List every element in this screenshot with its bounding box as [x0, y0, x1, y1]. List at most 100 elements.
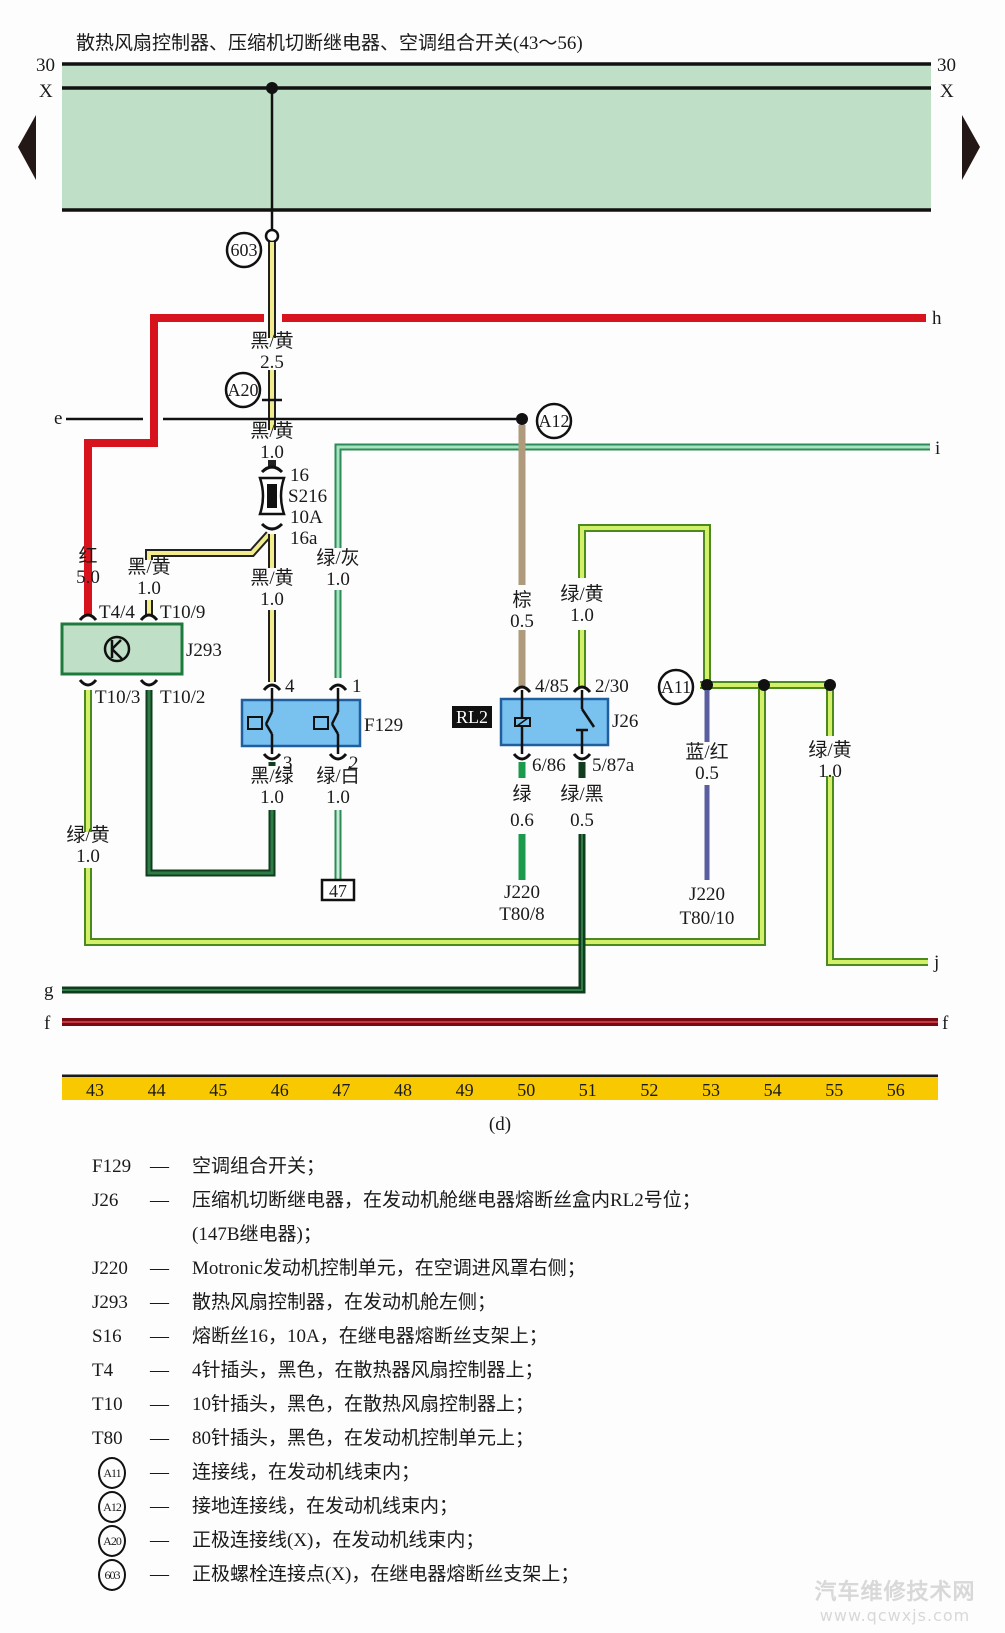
legend-code: T80: [92, 1428, 123, 1449]
a11-junction-3: [824, 679, 836, 691]
page-prev-arrow[interactable]: [18, 115, 36, 180]
legend-dash: —: [150, 1360, 169, 1381]
wire-green-yellow-230: [578, 524, 711, 688]
wire-brown-color: 棕: [512, 589, 531, 611]
legend-row: S16 — 熔断丝16，10A，在继电器熔断丝支架上；: [92, 1320, 972, 1354]
svg-text:RL2: RL2: [456, 707, 488, 727]
transistor-icon: [103, 635, 131, 663]
j26-label: J26: [612, 711, 638, 732]
watermark-title: 汽车维修技术网: [814, 1580, 976, 1605]
a11-junction-1: [701, 679, 713, 691]
legend-dash: —: [150, 1394, 169, 1415]
legend-code: S16: [92, 1326, 122, 1347]
edge-label-i: i: [935, 438, 940, 459]
connector-a20: A20: [224, 371, 262, 409]
wire-red-h: [84, 314, 926, 615]
legend-description: 正极螺栓连接点(X)，在继电器熔断丝支架上；: [192, 1564, 580, 1585]
power-bus-area: [62, 64, 931, 210]
wire-a20-color: 黑/黄: [250, 420, 293, 442]
j293-pin-t103: T10/3: [95, 687, 140, 708]
connector-a12: A12: [535, 402, 573, 440]
legend-description: 4针插头，黑色，在散热器风扇控制器上；: [192, 1360, 544, 1381]
site-watermark: 汽车维修技术网 www.qcwxjs.com: [785, 1574, 1005, 1625]
bus-label-30-left: 30: [36, 55, 55, 76]
j220-b-name: J220: [689, 884, 725, 905]
legend-code: J220: [92, 1258, 128, 1279]
f129-pin2: 2: [349, 753, 359, 774]
wire-f3-color: 黑/绿: [250, 765, 293, 787]
wire-red-color: 红: [78, 545, 97, 567]
legend-description: 80针插头，黑色，在发动机控制单元上；: [192, 1428, 535, 1449]
legend-row: T80 — 80针插头，黑色，在发动机控制单元上；: [92, 1422, 972, 1456]
connector-a11: A11: [657, 668, 695, 706]
wire-230-color: 绿/黄: [560, 583, 603, 605]
j220-b-pin: T80/10: [680, 908, 735, 929]
wire-black-green-f3: [145, 690, 276, 877]
svg-text:47: 47: [329, 881, 347, 901]
legend-dash: —: [150, 1564, 169, 1585]
bus-label-x-right: X: [940, 81, 954, 102]
scale-number: 47: [332, 1080, 350, 1100]
svg-text:A20: A20: [228, 380, 259, 400]
j26-pin-485: 4/85: [535, 676, 569, 697]
legend-description-continued: (147B继电器)；: [192, 1224, 322, 1245]
scale-number: 44: [148, 1080, 166, 1100]
wire-587-size: 0.5: [570, 810, 594, 831]
scale-number: 51: [579, 1080, 597, 1100]
legend-dash: —: [150, 1428, 169, 1449]
scale-number: 49: [456, 1080, 474, 1100]
j293-pin-t44: T4/4: [99, 602, 135, 623]
reference-box-47[interactable]: 47: [320, 878, 356, 902]
legend-row: J220—Motronic发动机控制单元，在空调进风罩右侧；: [92, 1252, 972, 1286]
legend-row: A12—接地连接线，在发动机线束内；: [92, 1490, 972, 1524]
fuse-pin-bottom: 16a: [290, 528, 318, 549]
rl2-position-badge: RL2: [452, 706, 492, 728]
legend-dash: —: [150, 1292, 169, 1313]
legend-row: 603—正极螺栓连接点(X)，在继电器熔断丝支架上；: [92, 1558, 972, 1592]
j293-pin-t109: T10/9: [160, 602, 205, 623]
legend-code: F129: [92, 1156, 132, 1177]
j293-label: J293: [186, 640, 222, 661]
wire-a20-size: 1.0: [260, 442, 284, 463]
wire-red-size: 5.0: [76, 567, 100, 588]
legend-dash: —: [150, 1156, 169, 1177]
j293-pin-t102: T10/2: [160, 687, 205, 708]
scale-number: 48: [394, 1080, 412, 1100]
f129-pin4: 4: [285, 676, 295, 697]
legend-code: T4: [92, 1360, 114, 1381]
j26-pin-587a: 5/87a: [592, 755, 635, 776]
j293-controller: [60, 613, 184, 687]
legend-row: T10—10针插头，黑色，在散热风扇控制器上；: [92, 1388, 972, 1422]
legend-description: 熔断丝16，10A，在继电器熔断丝支架上；: [192, 1326, 548, 1347]
wire-t109-size: 1.0: [137, 578, 161, 599]
legend-description: 接地连接线，在发动机线束内；: [192, 1496, 459, 1517]
legend-dash: —: [150, 1496, 169, 1517]
fuse-pin-top: 16: [290, 465, 309, 486]
legend-dash: —: [150, 1326, 169, 1347]
wire-t103-color: 绿/黄: [66, 824, 109, 846]
wire-a11-splice: [700, 681, 928, 966]
legend-row: T4 — 4针插头，黑色，在散热器风扇控制器上；: [92, 1354, 972, 1388]
edge-label-j: j: [933, 952, 939, 973]
wire-f1-size: 1.0: [326, 569, 350, 590]
scale-number: 46: [271, 1080, 289, 1100]
j220-a-name: J220: [504, 882, 540, 903]
a11-junction-2: [758, 679, 770, 691]
wire-t109-color: 黑/黄: [127, 556, 170, 578]
scale-number: 53: [702, 1080, 720, 1100]
edge-label-h: h: [932, 308, 942, 329]
fuse-s216: [258, 465, 286, 531]
fuse-name: S216: [288, 486, 327, 507]
connector-603: 603: [225, 231, 263, 269]
scale-number: 50: [517, 1080, 535, 1100]
wire-right-size: 1.0: [818, 761, 842, 782]
legend-description: Motronic发动机控制单元，在空调进风罩右侧；: [192, 1258, 586, 1279]
edge-label-g: g: [44, 980, 54, 1001]
svg-text:A11: A11: [661, 677, 691, 697]
page-next-arrow[interactable]: [962, 115, 980, 180]
f129-pin1: 1: [352, 676, 362, 697]
wire-black-yellow-t109: [145, 531, 272, 615]
diagram-title: 散热风扇控制器、压缩机切断继电器、空调组合开关(43～56): [76, 32, 583, 54]
legend-code: J293: [92, 1292, 128, 1313]
component-legend: F129—空调组合开关；J26—压缩机切断继电器，在发动机舱继电器熔断丝盒内RL…: [92, 1150, 972, 1592]
